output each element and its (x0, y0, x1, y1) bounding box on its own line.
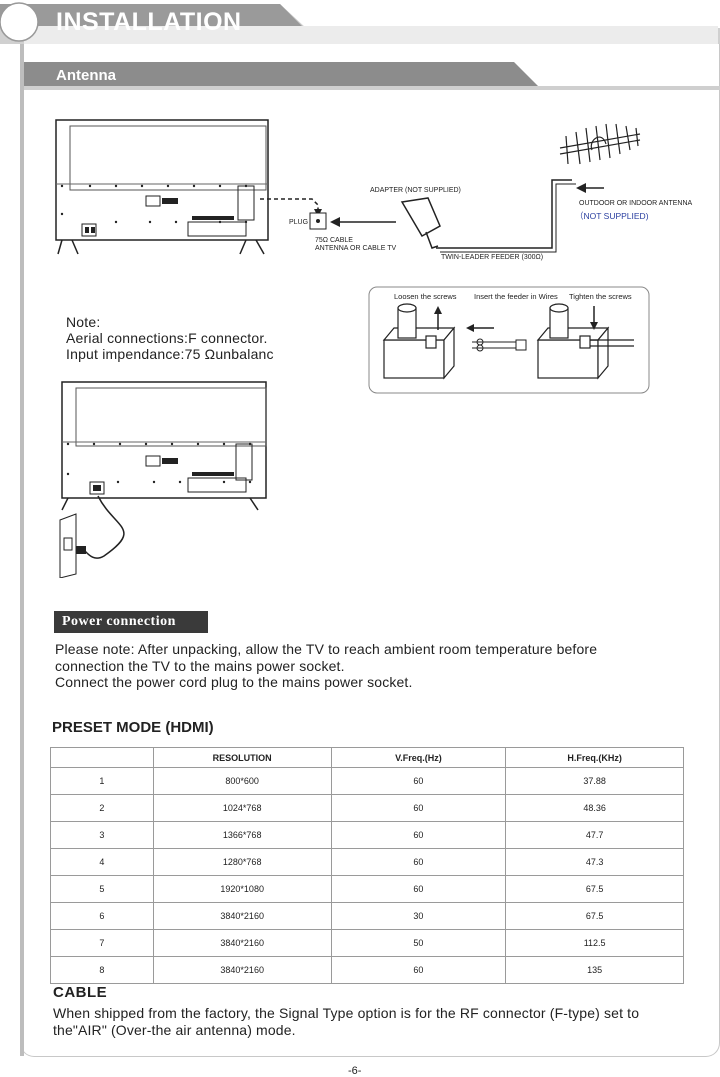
cell-vfreq: 60 (330, 821, 507, 849)
cell-index: 5 (50, 875, 154, 903)
cell-vfreq: 60 (330, 848, 507, 876)
table-row: 2 1024*768 60 48.36 (50, 794, 684, 822)
cable-label-1: 75Ω CABLE (315, 237, 353, 244)
cell-vfreq: 60 (330, 956, 507, 984)
step-insert-label: Insert the feeder in Wires (474, 292, 558, 301)
aerial-note: Note: Aerial connections:F connector. In… (66, 314, 274, 362)
cell-index: 8 (50, 956, 154, 984)
cable-line-2: the"AIR" (Over-the air antenna) mode. (53, 1021, 296, 1038)
cell-vfreq: 30 (330, 902, 507, 930)
power-connection-label: Power connection (54, 611, 208, 633)
adapter-label: ADAPTER (NOT SUPPLIED) (370, 187, 461, 194)
section-title: Antenna (56, 67, 116, 84)
power-line-1: Please note: After unpacking, allow the … (55, 641, 598, 657)
plug-label: PLUG (289, 219, 309, 226)
cell-index: 6 (50, 902, 154, 930)
table-row: 6 3840*2160 30 67.5 (50, 902, 684, 930)
antenna-label-1: OUTDOOR OR INDOOR ANTENNA (579, 200, 693, 207)
cell-index: 3 (50, 821, 154, 849)
cell-hfreq: 67.5 (505, 902, 684, 930)
cable-description: When shipped from the factory, the Signa… (53, 1005, 713, 1038)
cell-resolution: 3840*2160 (152, 956, 332, 984)
header-index (50, 747, 154, 768)
cell-resolution: 3840*2160 (152, 902, 332, 930)
frame-side-bar (20, 44, 24, 1056)
cell-resolution: 1024*768 (152, 794, 332, 822)
tv-power-illustration (59, 381, 267, 578)
antenna-wiring (260, 123, 641, 253)
cell-hfreq: 48.36 (505, 794, 684, 822)
table-row: 4 1280*768 60 47.3 (50, 848, 684, 876)
table-row: 8 3840*2160 60 135 (50, 956, 684, 984)
table-row: 5 1920*1080 60 67.5 (50, 875, 684, 903)
cable-label-2: ANTENNA OR CABLE TV (315, 245, 397, 252)
cable-title: CABLE (53, 984, 108, 1001)
cell-hfreq: 67.5 (505, 875, 684, 903)
cell-resolution: 1920*1080 (152, 875, 332, 903)
cell-resolution: 800*600 (152, 767, 332, 795)
cell-hfreq: 37.88 (505, 767, 684, 795)
step-loosen-label: Loosen the screws (394, 292, 457, 301)
table-row: 7 3840*2160 50 112.5 (50, 929, 684, 957)
note-connector: Aerial connections:F connector. (66, 330, 268, 346)
cell-index: 2 (50, 794, 154, 822)
cell-hfreq: 112.5 (505, 929, 684, 957)
cell-vfreq: 50 (330, 929, 507, 957)
cell-resolution: 1366*768 (152, 821, 332, 849)
cable-line-1: When shipped from the factory, the Signa… (53, 1005, 640, 1021)
power-instructions: Please note: After unpacking, allow the … (55, 641, 705, 691)
cell-vfreq: 60 (330, 767, 507, 795)
header-hfreq: H.Freq.(KHz) (505, 747, 684, 768)
tv-back-illustration (55, 119, 269, 255)
page-number: -6- (348, 1065, 362, 1077)
table-row: 1 800*600 60 37.88 (50, 767, 684, 795)
feeder-label: TWIN-LEADER FEEDER (300Ω) (441, 254, 544, 261)
cell-index: 4 (50, 848, 154, 876)
cell-index: 7 (50, 929, 154, 957)
cell-index: 1 (50, 767, 154, 795)
power-line-3: Connect the power cord plug to the mains… (55, 674, 413, 690)
cell-hfreq: 47.3 (505, 848, 684, 876)
preset-mode-table: RESOLUTION V.Freq.(Hz) H.Freq.(KHz) 1 80… (50, 747, 684, 984)
cell-hfreq: 135 (505, 956, 684, 984)
step-tighten-label: Tighten the screws (569, 292, 632, 301)
page-title: INSTALLATION (56, 8, 242, 36)
subheader-bar (24, 62, 720, 90)
table-row: 3 1366*768 60 47.7 (50, 821, 684, 849)
cell-resolution: 3840*2160 (152, 929, 332, 957)
cell-hfreq: 47.7 (505, 821, 684, 849)
cell-vfreq: 60 (330, 794, 507, 822)
table-header-row: RESOLUTION V.Freq.(Hz) H.Freq.(KHz) (50, 747, 684, 768)
antenna-label-2: （NOT SUPPLIED) (575, 211, 649, 221)
header-bar (0, 2, 720, 44)
screw-steps-illustration (368, 286, 650, 394)
note-heading: Note: (66, 314, 101, 330)
header-resolution: RESOLUTION (152, 747, 332, 768)
cell-vfreq: 60 (330, 875, 507, 903)
cell-resolution: 1280*768 (152, 848, 332, 876)
power-line-2: connection the TV to the mains power soc… (55, 657, 345, 674)
preset-mode-title: PRESET MODE (HDMI) (52, 719, 214, 736)
note-impedance: Input impendance:75 Ωunbalanc (66, 346, 274, 362)
header-vfreq: V.Freq.(Hz) (330, 747, 507, 768)
